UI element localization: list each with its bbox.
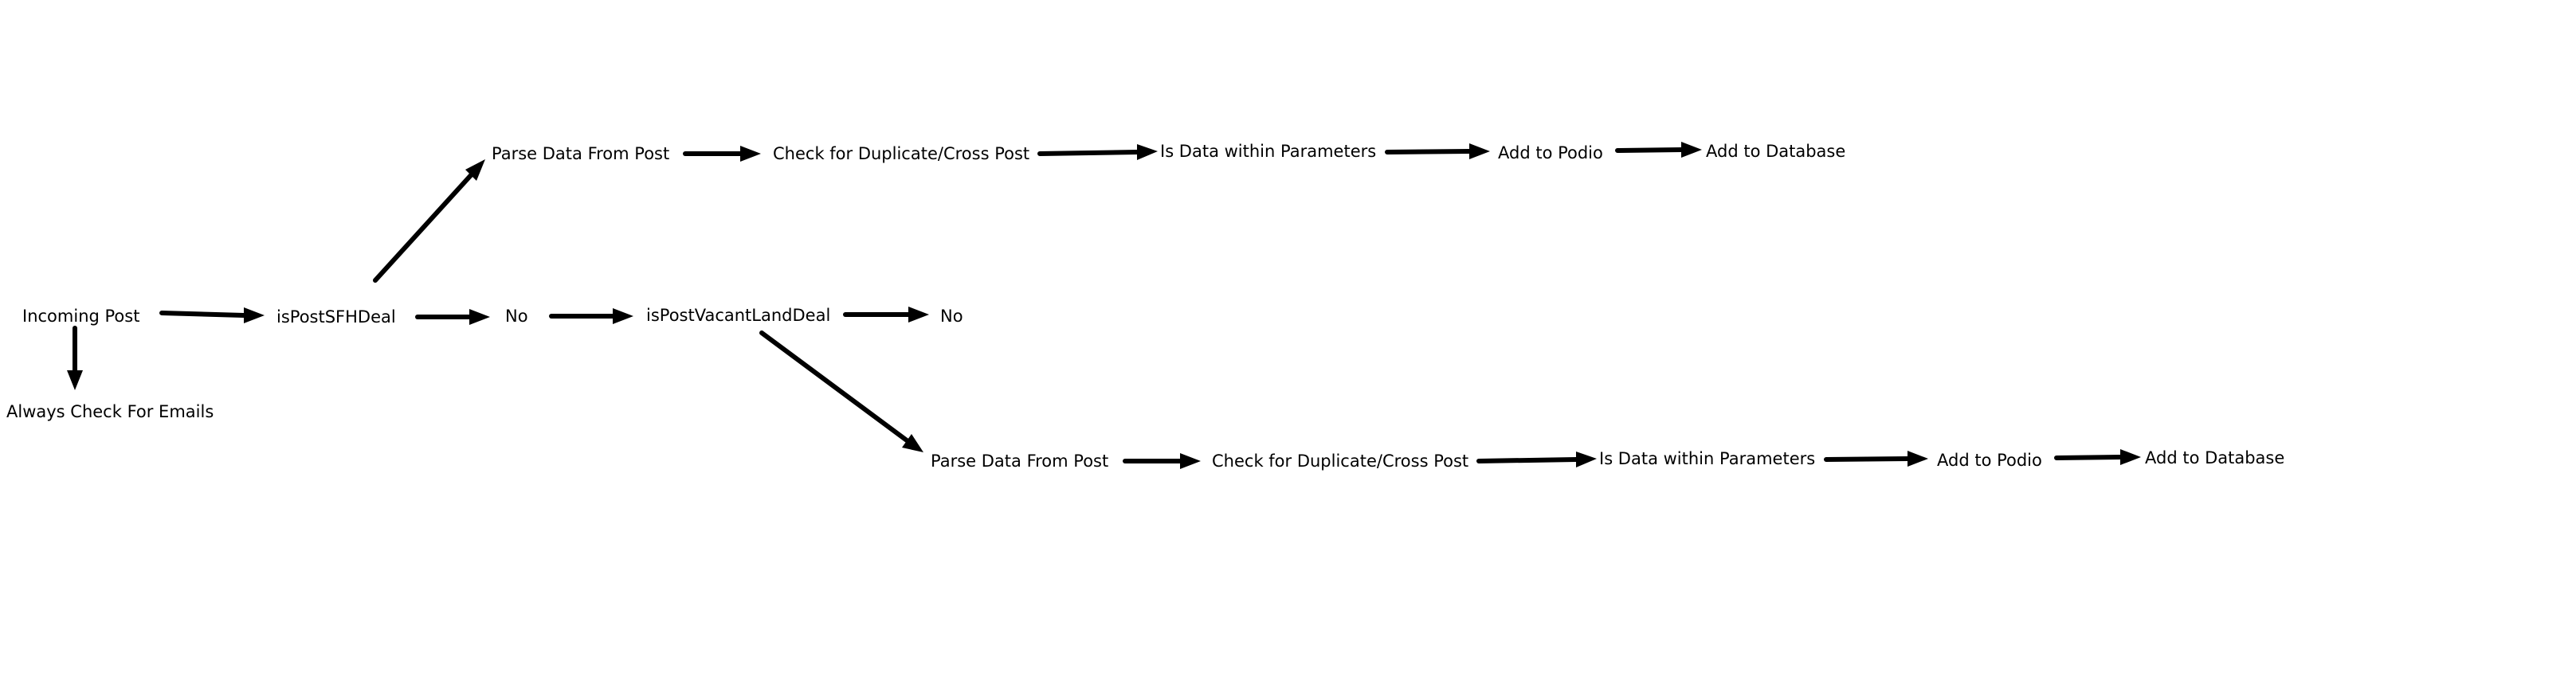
node-land-check-duplicate: Check for Duplicate/Cross Post — [1212, 452, 1468, 471]
edge-sfh-add-to-podio-to-add-to-database — [1615, 142, 1702, 158]
edge-sfh-parse-data-to-check-duplicate — [683, 146, 761, 162]
edge-is-post-vacant-land-deal-to-parse-data — [759, 330, 923, 452]
edge-land-is-within-params-to-add-to-podio — [1824, 451, 1928, 467]
edge-is-post-vacant-land-deal-to-no — [843, 307, 929, 323]
node-land-add-to-podio: Add to Podio — [1937, 451, 2042, 470]
edge-is-post-sfh-deal-to-parse-data — [373, 159, 485, 283]
node-is-post-sfh-deal: isPostSFHDeal — [276, 307, 396, 326]
edge-sfh-check-duplicate-to-is-within-params — [1037, 144, 1158, 160]
edge-no-to-is-post-vacant-land-deal — [549, 308, 633, 324]
node-sfh-is-within-params: Is Data within Parameters — [1160, 142, 1376, 161]
edge-land-parse-data-to-check-duplicate — [1123, 453, 1201, 469]
node-sfh-check-duplicate: Check for Duplicate/Cross Post — [773, 144, 1029, 163]
edge-land-add-to-podio-to-add-to-database — [2054, 449, 2141, 465]
edge-incoming-post-to-is-post-sfh-deal — [159, 307, 265, 323]
node-land-parse-data: Parse Data From Post — [931, 452, 1108, 471]
node-incoming-post: Incoming Post — [22, 307, 139, 326]
edge-incoming-post-to-always-check-emails — [67, 326, 83, 390]
node-land-is-within-params: Is Data within Parameters — [1599, 449, 1815, 468]
node-sfh-no: No — [505, 307, 528, 326]
node-vacant-no: No — [940, 307, 963, 326]
node-is-post-vacant-land-deal: isPostVacantLandDeal — [646, 306, 830, 325]
edge-is-post-sfh-deal-to-no — [415, 309, 490, 325]
node-always-check-for-emails: Always Check For Emails — [6, 402, 214, 421]
node-sfh-add-to-database: Add to Database — [1706, 142, 1845, 161]
node-sfh-add-to-podio: Add to Podio — [1498, 143, 1603, 162]
node-sfh-parse-data: Parse Data From Post — [492, 144, 669, 163]
node-land-add-to-database: Add to Database — [2145, 448, 2284, 467]
edge-sfh-is-within-params-to-add-to-podio — [1385, 143, 1490, 159]
edge-land-check-duplicate-to-is-within-params — [1476, 452, 1597, 467]
